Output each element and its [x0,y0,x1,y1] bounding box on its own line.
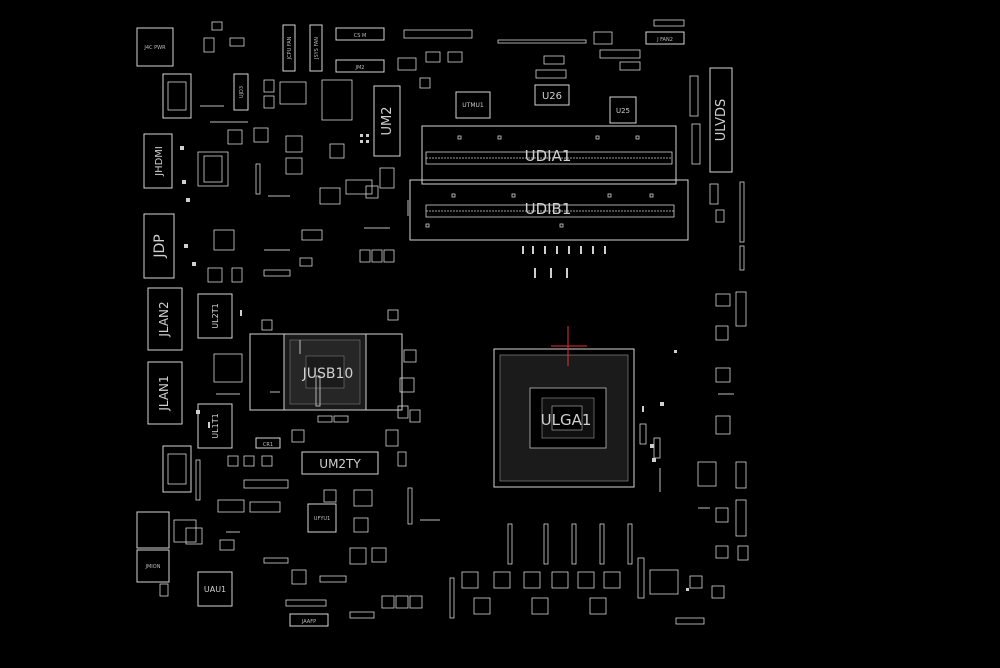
connector-jhdmi[interactable]: JHDMI [143,133,173,189]
label-ul1t1: UL1T1 [211,413,220,438]
transformer-ul2t1[interactable]: UL2T1 [197,293,233,339]
connector-audio-1[interactable] [136,511,170,549]
label-utmu1: UTMU1 [462,102,484,109]
label-ufyu1: UFYU1 [314,516,330,522]
label-jm2: JM2 [355,65,365,71]
header-jcpu-fan[interactable]: JCPU FAN [282,24,296,72]
dimm-holes [425,135,654,228]
label-jhdmi: JHDMI [154,146,165,177]
small-components [159,19,749,625]
header-jaafp[interactable]: JAAFP [289,613,329,627]
probe-marker [551,326,587,366]
header-fan-top-2[interactable]: JM2 [335,59,385,73]
header-fan-top-1[interactable]: CS M [335,27,385,41]
transformer-ul1t1[interactable]: UL1T1 [197,403,233,449]
chip-u25[interactable]: U25 [609,96,637,124]
label-udib1: UDIB1 [525,200,572,218]
chip-cr1[interactable]: CR1 [255,437,281,449]
label-um2: UM2 [380,106,395,135]
label-um2ty: UM2TY [319,457,361,471]
connector-j4c-pwr[interactable]: J4C PWR [136,27,174,67]
connector-usb-mid[interactable] [162,445,192,493]
label-udia1: UDIA1 [525,147,572,165]
chip-ufyu1[interactable]: UFYU1 [307,503,337,533]
chip-utmu1[interactable]: UTMU1 [455,91,491,119]
label-ulga1: ULGA1 [541,411,592,429]
chip-u26[interactable]: U26 [534,84,570,106]
label-jmion: JMION [145,564,161,570]
label-ulvds: ULVDS [714,99,729,142]
label-jaafp: JAAFP [301,619,316,625]
header-jsys-fan[interactable]: JSYS FAN [309,24,323,72]
label-j-fan2: J FAN2 [656,37,673,43]
label-ul2t1: UL2T1 [211,303,220,328]
label-jdp: JDP [152,234,168,258]
label-cs-m: CS M [354,33,367,39]
label-jcpu-fan: JCPU FAN [287,36,293,60]
m2-slot-um2[interactable]: UM2 [373,85,401,157]
label-jsys-fan: JSYS FAN [314,37,320,60]
trace-lines [200,105,734,533]
label-jlan2: JLAN2 [157,301,171,337]
connector-jlan1[interactable]: JLAN1 [147,361,183,425]
label-uau1: UAU1 [204,585,226,594]
label-u26: U26 [542,91,562,102]
m2-standoff-um2ty[interactable]: UM2TY [301,451,379,475]
dimm-slot-udia1[interactable]: UDIA1 [421,125,677,185]
connector-jmion[interactable]: JMION [136,549,170,583]
audio-codec-uau1[interactable]: UAU1 [197,571,233,607]
pad-dots [180,134,689,591]
connector-jlan2[interactable]: JLAN2 [147,287,183,351]
connector-ulvds[interactable]: ULVDS [709,67,733,173]
cpu-socket-ulga1[interactable]: ULGA1 [493,348,635,488]
connector-jdp[interactable]: JDP [143,213,175,279]
label-jusb: JUSB10 [302,366,354,382]
label-u25: U25 [616,107,630,115]
label-jlan1: JLAN1 [157,375,171,411]
pch-bga-chip[interactable]: JUSB10 [249,333,403,411]
connector-usb-top[interactable] [162,73,192,119]
label-ujd3: UJD3 [239,86,245,98]
dimm-slot-udib1[interactable]: UDIB1 [409,179,689,241]
label-j4c-pwr: J4C PWR [143,45,166,51]
header-j-fan2[interactable]: J FAN2 [645,31,685,45]
chip-ujd3[interactable]: UJD3 [233,73,249,111]
label-cr1: CR1 [263,442,273,448]
